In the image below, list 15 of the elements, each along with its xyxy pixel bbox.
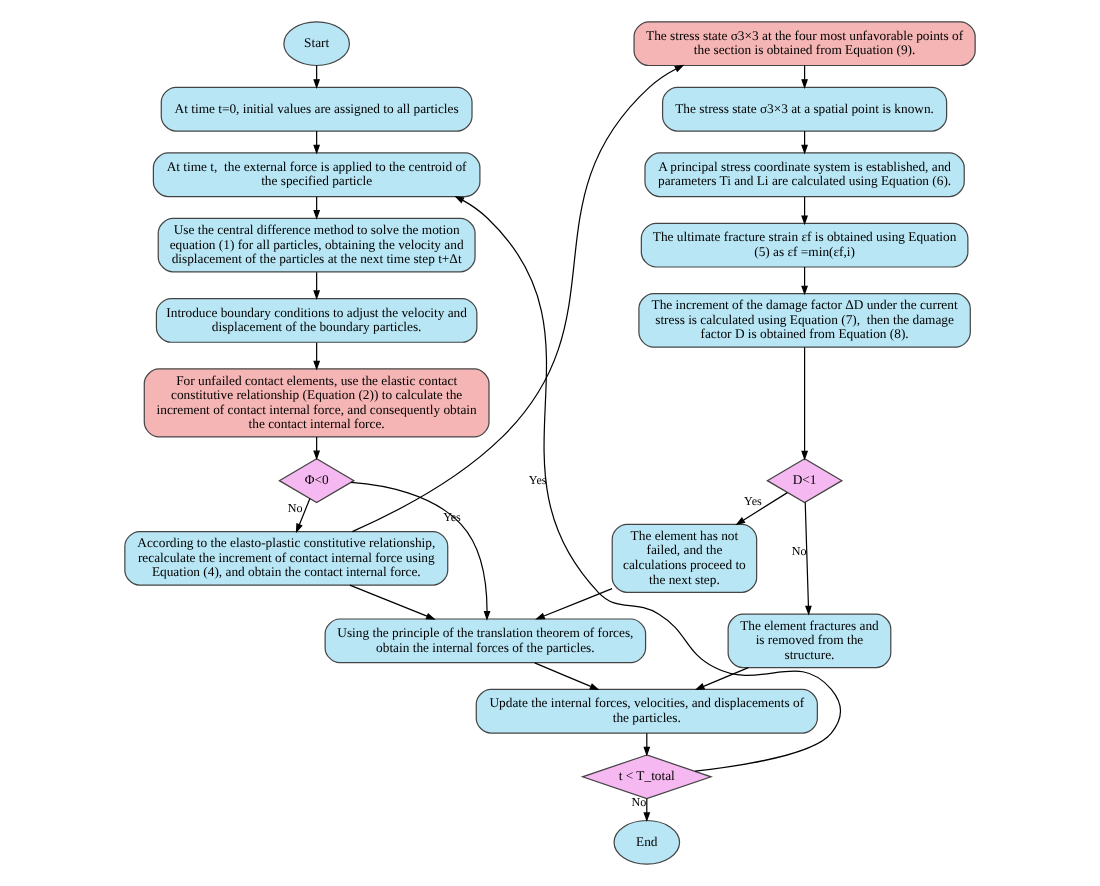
arrow	[313, 342, 321, 371]
arrow	[349, 584, 436, 620]
arrow	[694, 666, 750, 690]
arrow	[801, 196, 808, 226]
arrow	[801, 266, 808, 296]
arrow	[804, 501, 812, 616]
arrow	[801, 346, 808, 461]
arrow	[454, 195, 842, 772]
arrow	[350, 481, 491, 621]
arrow	[735, 492, 788, 526]
arrow	[535, 588, 613, 620]
arrow	[351, 64, 685, 533]
arrow	[313, 271, 321, 301]
arrow	[295, 497, 311, 534]
arrow	[534, 662, 600, 691]
